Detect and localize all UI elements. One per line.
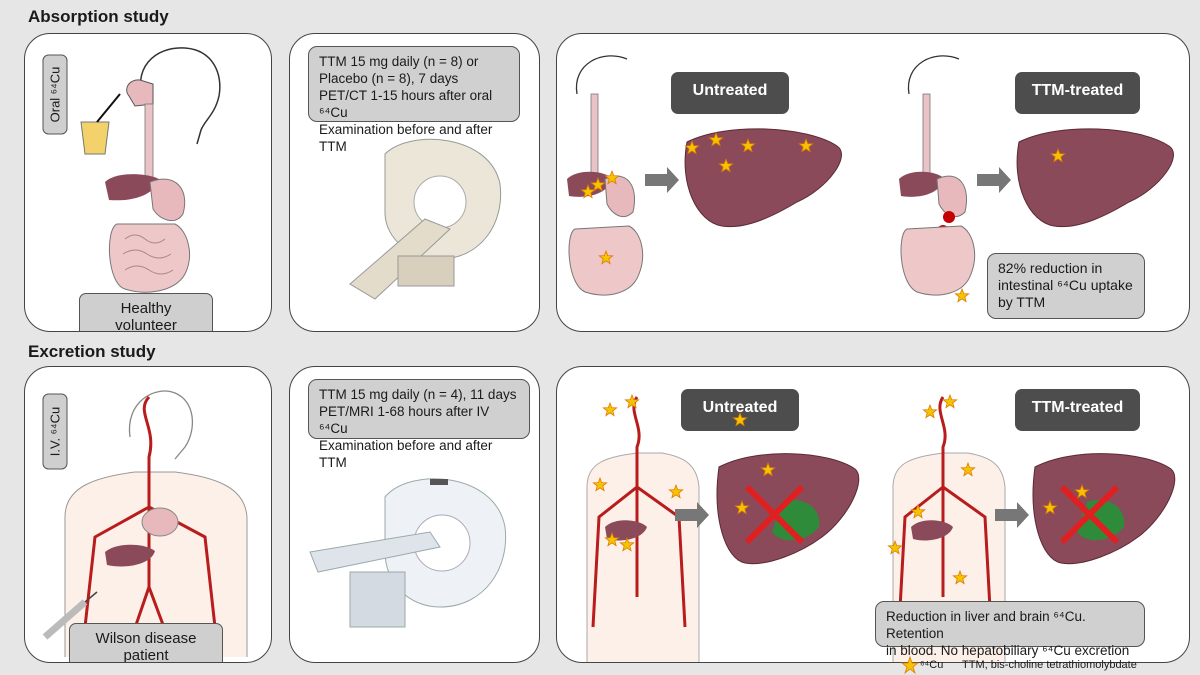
absorption-untreated-label: Untreated (671, 72, 789, 114)
absorption-result-box: 82% reduction in intestinal ⁶⁴Cu uptake … (987, 253, 1145, 319)
absorption-results-panel: Untreated TTM-treated 82% reduction in i… (556, 33, 1190, 332)
excretion-treated-label: TTM-treated (1015, 389, 1140, 431)
absorption-protocol-line: Examination before and after TTM (319, 122, 493, 154)
absorption-protocol-line: TTM 15 mg daily (n = 8) or (319, 54, 479, 69)
excretion-protocol-line: TTM 15 mg daily (n = 4), 11 days (319, 387, 517, 402)
digestive-body-illustration (80, 47, 221, 293)
absorption-subject-caption: Healthy volunteer (79, 293, 213, 331)
absorption-protocol-line: Placebo (n = 8), 7 days (319, 71, 459, 86)
excretion-result-line: in blood. No hepatobiliary ⁶⁴Cu excretio… (886, 643, 1130, 658)
excretion-protocol-panel: TTM 15 mg daily (n = 4), 11 days PET/MRI… (289, 366, 540, 663)
excretion-title: Excretion study (28, 342, 156, 361)
excretion-subject-panel: I.V. ⁶⁴Cu Wilson disease patient (24, 366, 272, 663)
star-icon (900, 655, 920, 675)
absorption-treated-label: TTM-treated (1015, 72, 1140, 114)
pet-mri-scanner-illustration (309, 478, 507, 628)
excretion-protocol-line: PET/MRI 1-68 hours after IV ⁶⁴Cu (319, 404, 490, 436)
iv-route-label: I.V. ⁶⁴Cu (42, 393, 68, 470)
excretion-results-illustration (586, 396, 1176, 662)
absorption-protocol-line: PET/CT 1-15 hours after oral ⁶⁴Cu (319, 88, 493, 120)
excretion-result-box: Reduction in liver and brain ⁶⁴Cu. Reten… (875, 601, 1145, 658)
absorption-subject-panel: Oral ⁶⁴Cu Healthy volunteer (24, 33, 272, 332)
excretion-results-panel: Untreated TTM-treated Reduction in liver… (556, 366, 1190, 663)
absorption-protocol-box: TTM 15 mg daily (n = 8) or Placebo (n = … (308, 46, 520, 154)
absorption-title: Absorption study (28, 7, 169, 26)
legend-abbreviation: TTM, bis-choline tetrathiomolybdate (962, 659, 1137, 671)
absorption-result-line: intestinal ⁶⁴Cu uptake (998, 277, 1133, 293)
excretion-protocol-line: Examination before and after TTM (319, 438, 493, 470)
legend-star-label: ⁶⁴Cu (920, 659, 944, 671)
absorption-result-line: by TTM (998, 294, 1046, 310)
pet-ct-scanner-illustration (349, 138, 502, 300)
excretion-subject-caption: Wilson disease patient (69, 623, 223, 662)
excretion-untreated-label: Untreated (681, 389, 799, 431)
vascular-body-illustration (42, 390, 248, 658)
absorption-protocol-panel: TTM 15 mg daily (n = 8) or Placebo (n = … (289, 33, 540, 332)
excretion-result-line: Reduction in liver and brain ⁶⁴Cu. Reten… (886, 609, 1086, 641)
excretion-protocol-box: TTM 15 mg daily (n = 4), 11 days PET/MRI… (308, 379, 530, 470)
absorption-result-line: 82% reduction in (998, 260, 1103, 276)
absorption-results-illustration (567, 55, 1174, 296)
oral-route-label: Oral ⁶⁴Cu (42, 54, 68, 135)
